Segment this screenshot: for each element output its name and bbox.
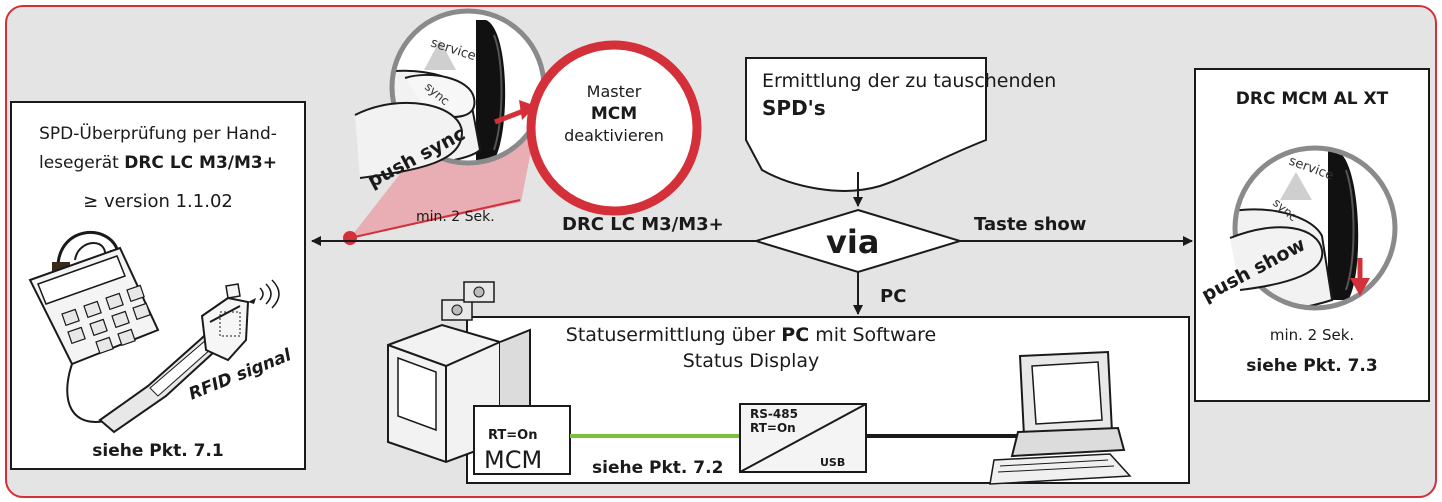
left-panel-line2: lesegerät DRC LC M3/M3+	[12, 153, 304, 173]
sync-button-illustration: service sync push sync	[343, 8, 547, 245]
master-bubble-line2: MCM	[590, 104, 638, 124]
show-duration: min. 2 Sek.	[1269, 326, 1355, 344]
computer-illustration	[989, 350, 1132, 485]
branch-label-taste-show: Taste show	[974, 214, 1087, 235]
sync-duration: min. 2 Sek.	[416, 209, 495, 225]
bottom-panel-line1: Statusermittlung über PC mit Software	[468, 324, 1034, 346]
mcm-label-box	[473, 405, 571, 475]
left-panel-line2-prefix: lesegerät	[38, 153, 125, 173]
bottom-line1-suffix: mit Software	[809, 324, 937, 346]
master-bubble	[526, 40, 702, 216]
master-bubble-line3: deaktivieren	[564, 126, 664, 145]
converter-usb: USB	[820, 456, 846, 469]
rs485-usb-converter	[739, 403, 867, 473]
left-panel-version: ≥ version 1.1.02	[83, 191, 233, 212]
bottom-panel-line2: Status Display	[682, 350, 820, 372]
left-panel-device-name: DRC LC M3/M3+	[124, 153, 277, 173]
callout-shape	[745, 57, 987, 192]
left-panel-line1: SPD-Überprüfung per Hand-	[39, 124, 277, 144]
callout-line1: Ermittlung der zu tauschenden	[762, 70, 1057, 92]
handheld-reader-illustration	[28, 230, 280, 434]
branch-label-pc: PC	[880, 286, 907, 307]
right-panel-reference: siehe Pkt. 7.3	[1246, 356, 1378, 376]
mcm-box-label: MCM	[484, 446, 543, 474]
converter-line2: RT=On	[750, 421, 796, 435]
right-panel-title: DRC MCM AL XT	[1235, 89, 1389, 109]
mcm-box-rt: RT=On	[488, 428, 538, 443]
branch-label-drc: DRC LC M3/M3+	[562, 214, 724, 235]
callout-line2: SPD's	[762, 96, 826, 120]
left-panel-reference: siehe Pkt. 7.1	[92, 441, 224, 461]
bottom-line1-pc: PC	[781, 324, 810, 346]
master-bubble-line1: Master	[586, 82, 642, 101]
decision-label: via	[826, 223, 880, 261]
mcm-module-illustration	[387, 281, 531, 464]
bottom-line1-prefix: Statusermittlung über	[565, 324, 782, 346]
bottom-panel-reference: siehe Pkt. 7.2	[592, 458, 724, 478]
converter-line1: RS-485	[750, 407, 798, 421]
